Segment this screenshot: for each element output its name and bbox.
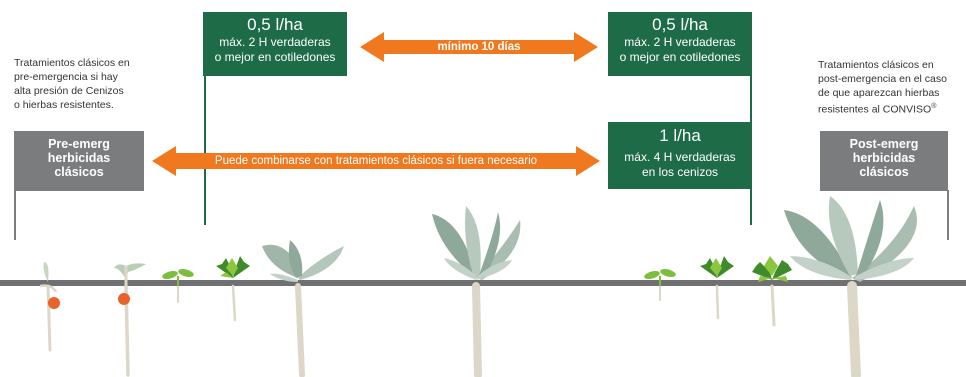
post-emergence-note: Tratamientos clásicos en post-emergencia… (818, 58, 966, 117)
box-line: Post-emerg (849, 137, 919, 151)
note-line: post-emergencia en el caso (818, 73, 947, 85)
dose-rate: 1 l/ha (659, 126, 701, 145)
registered-mark: ® (931, 103, 937, 110)
note-line: pre-emergencia si hay (14, 71, 118, 83)
cotyledon-plant-1 (162, 269, 194, 286)
note-line: Tratamientos clásicos en (14, 57, 130, 69)
dose-box-2: 0,5 l/ha máx. 2 H verdaderas o mejor en … (608, 12, 752, 76)
combine-arrow (152, 146, 600, 176)
box-line: herbicidas (852, 151, 916, 165)
pre-emergence-note: Tratamientos clásicos en pre-emergencia … (14, 56, 174, 112)
combine-arrow-label: Puede combinarse con tratamientos clásic… (214, 155, 538, 167)
dose-line: o mejor en cotiledones (619, 50, 741, 64)
dose-line: máx. 2 H verdaderas (624, 35, 736, 49)
dose-line: máx. 4 H verdaderas (624, 150, 736, 164)
beet-plant-medium (262, 240, 344, 282)
interval-arrow-label: mínimo 10 días (437, 41, 521, 53)
beet-plant-xlarge (784, 196, 917, 282)
post-emerg-box: Post-emerg herbicidas clásicos (820, 131, 948, 191)
cotyledon-plant-2 (644, 269, 676, 286)
pre-emerg-box: Pre-emerg herbicidas clásicos (14, 131, 144, 191)
root (46, 284, 52, 352)
two-leaf-plant-2 (700, 256, 734, 278)
dose-line: máx. 2 H verdaderas (219, 35, 331, 49)
note-line: o hierbas resistentes. (14, 99, 114, 111)
root (472, 282, 482, 377)
root (231, 284, 237, 322)
dose-line: o mejor en cotiledones (214, 50, 336, 64)
four-leaf-plant (752, 256, 792, 282)
dose1-line (204, 75, 206, 225)
root (715, 284, 720, 320)
dose-line: en los cenizos (641, 165, 719, 179)
note-line-text: resistentes al CONVISO (818, 103, 932, 116)
beet-plant-large (432, 206, 521, 280)
dose-box-1: 0,5 l/ha máx. 2 H verdaderas o mejor en … (203, 12, 347, 76)
seedling-2 (114, 263, 146, 305)
dose-box-3: 1 l/ha máx. 4 H verdaderas en los cenizo… (608, 122, 752, 189)
pre-box-line (14, 190, 16, 240)
post-box-line (947, 190, 949, 240)
dose-rate: 0,5 l/ha (652, 15, 708, 34)
note-line: de que aparezcan hierbas (818, 87, 940, 99)
root (847, 281, 861, 377)
root (770, 284, 776, 327)
note-line: Tratamientos clásicos en (818, 59, 934, 71)
dose-rate: 0,5 l/ha (247, 15, 303, 34)
box-line: herbicidas (47, 151, 111, 165)
seedling-1 (39, 262, 60, 309)
note-line: resistentes al CONVISO® (818, 100, 966, 117)
box-line: clásicos (859, 165, 909, 179)
two-leaf-plant-1 (216, 256, 250, 278)
root (295, 283, 305, 377)
ground-line (0, 280, 966, 286)
note-line: alta presión de Cenizos (14, 85, 124, 97)
interval-arrow (360, 32, 598, 62)
box-line: Pre-emerg (48, 137, 110, 151)
box-line: clásicos (54, 165, 104, 179)
